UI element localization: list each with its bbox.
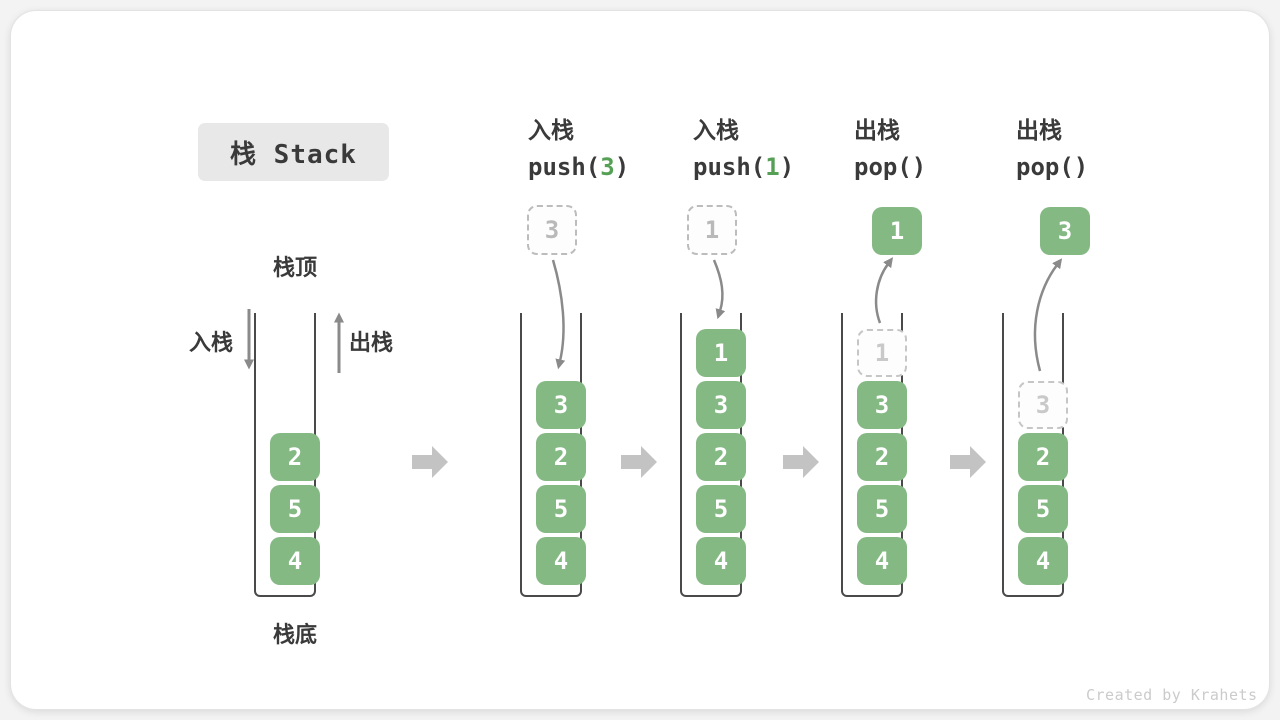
code-text: pop( <box>1016 153 1074 181</box>
stack-item: 2 <box>1018 433 1068 481</box>
header-pop-1-code: pop() <box>854 152 926 182</box>
stack-item: 4 <box>536 537 586 585</box>
code-arg: 1 <box>765 153 780 181</box>
next-step-arrow-icon <box>783 446 819 478</box>
label-stack-bottom: 栈底 <box>272 622 317 647</box>
arrows-overlay <box>244 257 1063 478</box>
stack-item: 4 <box>270 537 320 585</box>
incoming-element: 1 <box>687 205 737 255</box>
code-text: ) <box>614 153 630 181</box>
stack-item: 5 <box>536 485 586 533</box>
stack-item: 2 <box>536 433 586 481</box>
popped-element: 3 <box>1040 207 1090 255</box>
label-stack-top: 栈顶 <box>272 255 317 280</box>
stack-item: 5 <box>857 485 907 533</box>
label-push: 入栈 <box>189 330 234 355</box>
watermark: Created by Krahets <box>1086 686 1258 704</box>
header-pop-1-cn: 出栈 <box>854 117 900 143</box>
ghost-element: 3 <box>1018 381 1068 429</box>
stack-item: 5 <box>270 485 320 533</box>
code-text: pop( <box>854 153 912 181</box>
incoming-element: 3 <box>527 205 577 255</box>
next-step-arrow-icon <box>950 446 986 478</box>
diagram-card: 栈 Stack 入栈 push(3) 入栈 push(1) 出栈 pop() 出… <box>10 10 1270 710</box>
stack-item: 2 <box>857 433 907 481</box>
header-pop-2-cn: 出栈 <box>1016 117 1062 143</box>
header-push-1-code: push(1) <box>693 152 794 182</box>
stack-item: 2 <box>696 433 746 481</box>
stack-item: 4 <box>696 537 746 585</box>
code-text: ) <box>779 153 795 181</box>
push-arrow-icon <box>712 259 726 320</box>
code-text: ) <box>1073 153 1089 181</box>
stack-item: 3 <box>696 381 746 429</box>
header-push-3-code: push(3) <box>528 152 629 182</box>
code-arg: 3 <box>600 153 615 181</box>
diagram-title-label: 栈 Stack <box>230 139 357 170</box>
next-step-arrow-icon <box>621 446 657 478</box>
diagram-title: 栈 Stack <box>198 123 389 181</box>
code-text: push( <box>693 153 766 181</box>
ghost-element: 1 <box>857 329 907 377</box>
stack-item: 5 <box>1018 485 1068 533</box>
code-text: ) <box>911 153 927 181</box>
stack-item: 2 <box>270 433 320 481</box>
stack-item: 3 <box>857 381 907 429</box>
stack-item: 4 <box>1018 537 1068 585</box>
header-pop-2-code: pop() <box>1016 152 1088 182</box>
next-step-arrow-icon <box>412 446 448 478</box>
stack-item: 1 <box>696 329 746 377</box>
header-push-1-cn: 入栈 <box>693 117 739 143</box>
popped-element: 1 <box>872 207 922 255</box>
stack-item: 5 <box>696 485 746 533</box>
stack-item: 3 <box>536 381 586 429</box>
label-pop: 出栈 <box>349 330 394 355</box>
header-push-3-cn: 入栈 <box>528 117 574 143</box>
code-text: push( <box>528 153 601 181</box>
stack-item: 4 <box>857 537 907 585</box>
